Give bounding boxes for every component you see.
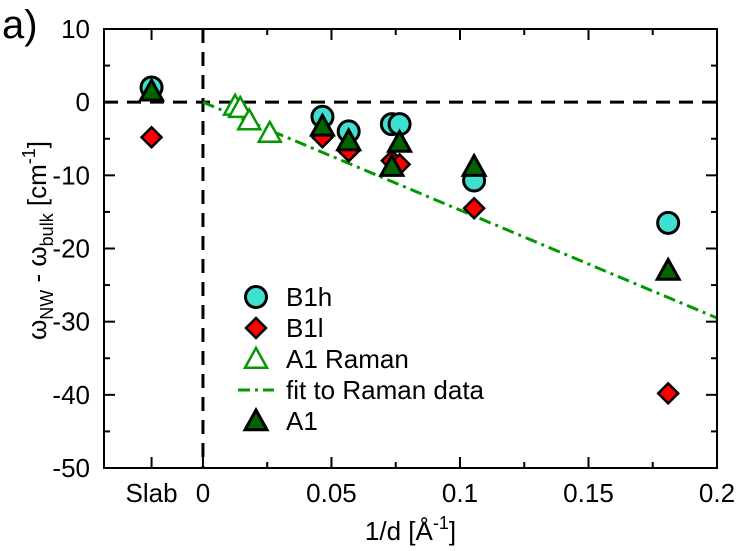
y-tick-label: 0: [76, 87, 90, 117]
series-a1-raman: [221, 92, 283, 143]
y-tick-label: -40: [52, 380, 90, 410]
y-axis-label: ωNW​ - ωbulk​ [cm-1​]: [19, 141, 57, 340]
y-tick-label: 10: [61, 14, 90, 44]
data-point: [386, 128, 414, 153]
x-axis-label: 1/d [Å-1​]: [365, 513, 456, 546]
data-point: [656, 381, 680, 406]
series-b1h: [139, 75, 681, 235]
fit-line: [202, 100, 717, 320]
legend-label: A1 Raman: [286, 344, 409, 374]
x-tick-label: 0.2: [699, 478, 735, 508]
legend-label: B1l: [286, 313, 324, 343]
legend-label: A1: [286, 406, 318, 436]
legend-item: B1h: [244, 282, 332, 312]
axis-label-text: 1/d [Å-1​]: [365, 513, 456, 546]
data-point: [308, 112, 337, 137]
data-point: [139, 125, 164, 150]
legend-swatch: [244, 316, 268, 340]
y-tick-label: -30: [52, 307, 90, 337]
data-point: [378, 152, 406, 177]
legend-label: fit to Raman data: [286, 375, 485, 405]
y-tick-label: -50: [52, 453, 90, 483]
data-point: [227, 94, 254, 119]
legend-label: B1h: [286, 282, 332, 312]
legend-item: fit to Raman data: [238, 375, 485, 405]
data-point: [256, 119, 283, 143]
fit-line-layer: [202, 100, 717, 320]
x-tick-label: Slab: [126, 478, 178, 508]
panel-label: a): [2, 3, 38, 47]
data-point: [137, 77, 166, 102]
series-a1: [137, 77, 682, 281]
legend-swatch: [242, 345, 270, 370]
axis-label-text: ωNW​ - ωbulk​ [cm-1​]: [19, 141, 57, 340]
data-marks: [137, 75, 682, 406]
legend-swatch: [242, 406, 270, 432]
legend-swatch: [244, 285, 268, 309]
data-point: [236, 106, 263, 131]
data-point: [460, 152, 488, 177]
y-tick-label: -10: [52, 160, 90, 190]
x-tick-label: 0.1: [442, 478, 478, 508]
legend-item: A1 Raman: [242, 344, 409, 374]
series-b1l: [139, 125, 680, 406]
data-point: [654, 256, 682, 281]
axis-ticks: Slab 0 0.05 0.1 0.15 0.2 10 0 -10 -20 -30 -40 -50: [52, 14, 735, 508]
x-tick-label: 0: [196, 478, 210, 508]
legend-item: B1l: [244, 313, 324, 343]
x-tick-label: 0.05: [306, 478, 357, 508]
x-tick-label: 0.15: [563, 478, 614, 508]
data-point: [462, 196, 486, 221]
data-point: [335, 126, 363, 152]
y-tick-label: -20: [52, 234, 90, 264]
data-point: [656, 210, 681, 235]
legend-item: A1: [242, 406, 318, 436]
